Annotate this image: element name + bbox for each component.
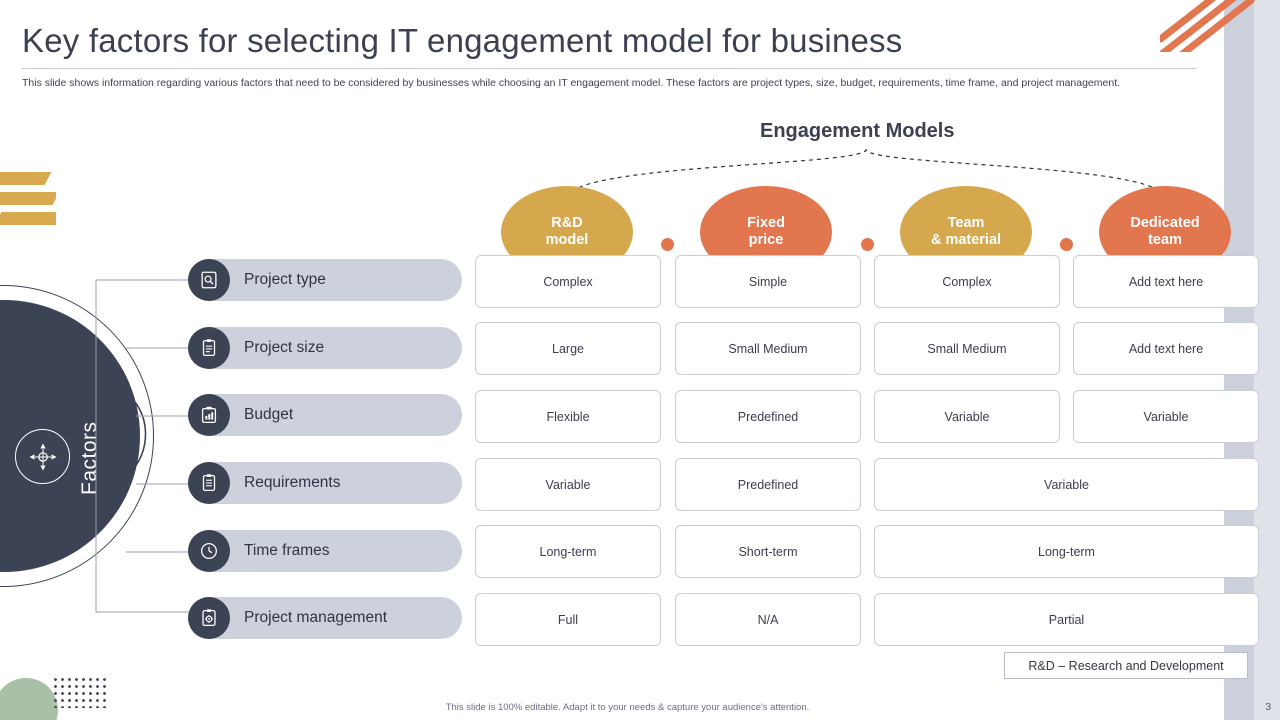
factor-label: Project management xyxy=(244,609,388,626)
model-team-line1: Team xyxy=(947,215,985,231)
table-cell[interactable]: Add text here xyxy=(1073,255,1259,308)
factor-label: Requirements xyxy=(244,474,341,491)
table-cell[interactable]: Variable xyxy=(475,458,661,511)
table-cell[interactable]: Small Medium xyxy=(874,322,1060,375)
table-cell[interactable]: Short-term xyxy=(675,525,861,578)
editable-note: This slide is 100% editable. Adapt it to… xyxy=(445,702,810,713)
factor-connector-lines xyxy=(95,279,192,613)
model-team-line2: & material xyxy=(930,232,1002,248)
slide-subtitle: This slide shows information regarding v… xyxy=(22,77,1121,89)
table-cell[interactable]: Predefined xyxy=(675,458,861,511)
legend-footnote: R&D – Research and Development xyxy=(1004,652,1248,679)
table-cell[interactable]: Complex xyxy=(874,255,1060,308)
diagonal-stripes-decoration xyxy=(1160,0,1270,52)
table-cell[interactable]: Variable xyxy=(874,390,1060,443)
title-divider xyxy=(22,68,1197,69)
table-cell-wide[interactable]: Variable xyxy=(874,458,1259,511)
factor-row-project-management[interactable]: Project management xyxy=(188,597,462,639)
table-cell[interactable]: Full xyxy=(475,593,661,646)
factor-row-project-size[interactable]: Project size xyxy=(188,327,462,369)
factors-arc-connector xyxy=(120,388,147,478)
model-rd-line2: model xyxy=(545,232,589,248)
table-cell[interactable]: Predefined xyxy=(675,390,861,443)
factor-row-requirements[interactable]: Requirements xyxy=(188,462,462,504)
factor-row-project-type[interactable]: Project type xyxy=(188,259,462,301)
budget-chart-icon xyxy=(188,394,230,436)
page-title: Key factors for selecting IT engagement … xyxy=(22,22,903,59)
model-fixed-line2: price xyxy=(748,232,784,248)
table-cell-wide[interactable]: Partial xyxy=(874,593,1259,646)
model-dedicated-line2: team xyxy=(1148,232,1182,248)
project-management-gear-icon xyxy=(188,597,230,639)
table-cell[interactable]: Variable xyxy=(1073,390,1259,443)
table-cell[interactable]: Complex xyxy=(475,255,661,308)
factor-label: Project type xyxy=(244,271,326,288)
model-fixed-line1: Fixed xyxy=(747,215,785,231)
table-cell[interactable]: Large xyxy=(475,322,661,375)
section-heading: Engagement Models xyxy=(760,120,955,142)
factor-label: Project size xyxy=(244,339,325,356)
requirements-document-icon xyxy=(188,462,230,504)
separator-dot-1 xyxy=(661,238,674,251)
project-type-icon xyxy=(188,259,230,301)
page-number: 3 xyxy=(1265,702,1271,713)
table-cell[interactable]: Simple xyxy=(675,255,861,308)
table-cell[interactable]: Flexible xyxy=(475,390,661,443)
model-dedicated-line1: Dedicated xyxy=(1130,215,1200,231)
table-cell[interactable]: Add text here xyxy=(1073,322,1259,375)
gold-bars-decoration xyxy=(0,168,56,238)
table-cell[interactable]: N/A xyxy=(675,593,861,646)
table-cell[interactable]: Small Medium xyxy=(675,322,861,375)
model-rd-line1: R&D xyxy=(551,215,583,231)
project-size-icon xyxy=(188,327,230,369)
table-cell[interactable]: Long-term xyxy=(475,525,661,578)
separator-dot-2 xyxy=(861,238,874,251)
factor-label: Budget xyxy=(244,406,294,423)
factor-label: Time frames xyxy=(244,542,330,559)
factor-row-budget[interactable]: Budget xyxy=(188,394,462,436)
green-circle-decoration xyxy=(0,674,62,720)
separator-dot-3 xyxy=(1060,238,1073,251)
table-cell-wide[interactable]: Long-term xyxy=(874,525,1259,578)
factor-row-time-frames[interactable]: Time frames xyxy=(188,530,462,572)
dashed-bracket xyxy=(567,148,1165,199)
compass-icon xyxy=(15,429,70,484)
clock-icon xyxy=(188,530,230,572)
dot-grid-decoration xyxy=(52,676,106,708)
